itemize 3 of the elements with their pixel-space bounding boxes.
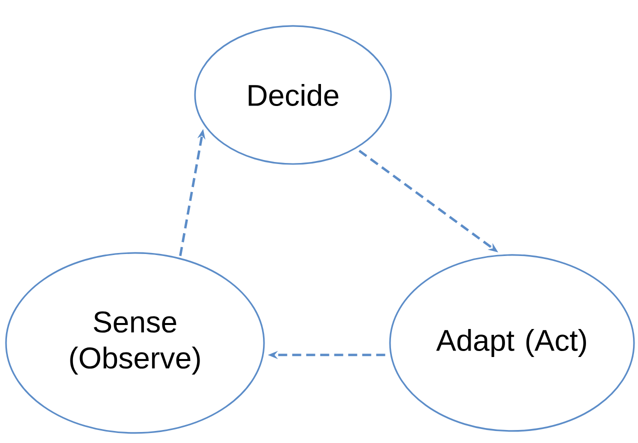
ellipse-node: Sense (Observe) (5, 252, 265, 434)
ellipse-node: Adapt (Act) (389, 254, 635, 432)
ellipse-node: Decide (194, 25, 392, 165)
